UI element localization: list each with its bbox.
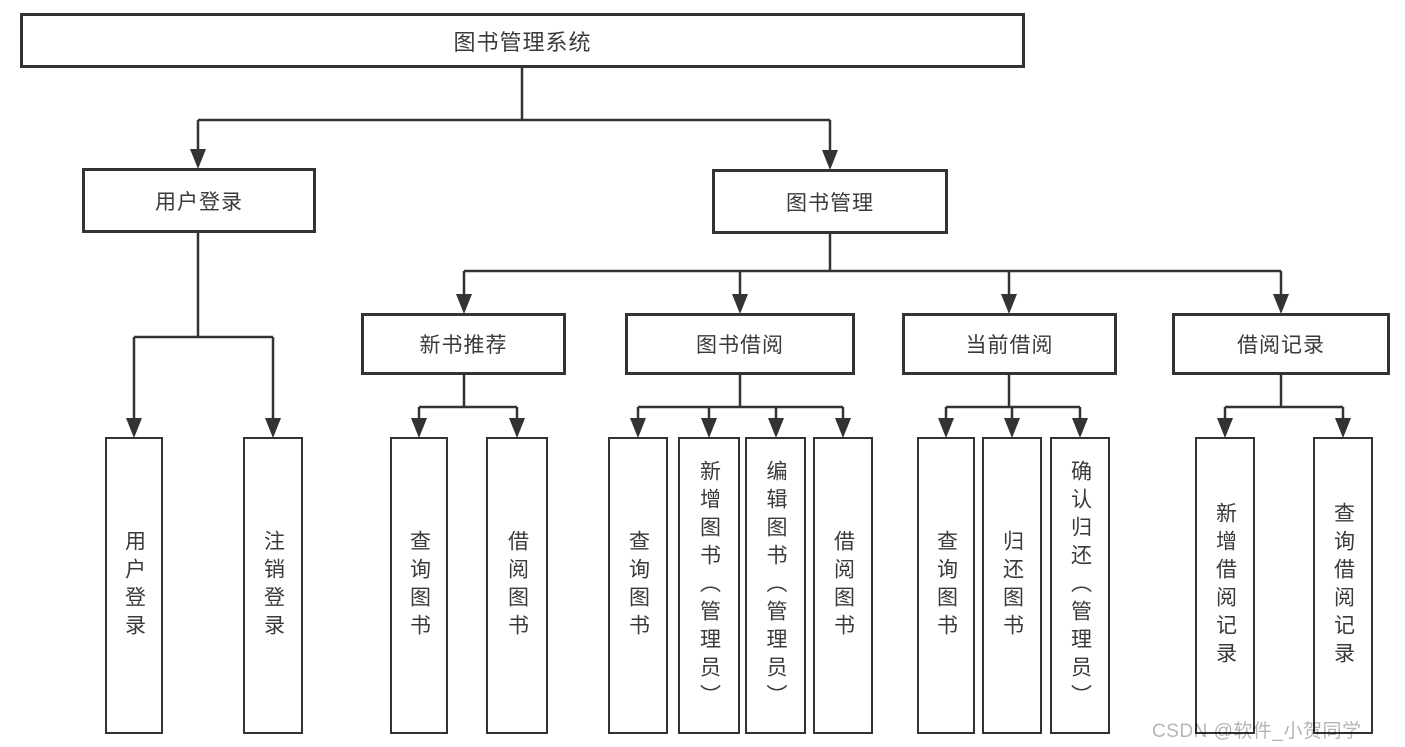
leaf-label: 借阅图书 bbox=[831, 529, 855, 642]
node-label: 图书管理系统 bbox=[453, 29, 592, 55]
node-label: 图书借阅 bbox=[696, 334, 784, 357]
leaf-query-book-borrow: 查询图书 bbox=[608, 437, 668, 734]
leaf-label: 查询图书 bbox=[407, 529, 431, 642]
leaf-label: 注销登录 bbox=[261, 529, 285, 642]
leaf-borrow-book: 借阅图书 bbox=[813, 437, 873, 734]
leaf-label: 确认归还（管理员） bbox=[1068, 459, 1092, 712]
node-label: 新书推荐 bbox=[419, 334, 508, 357]
leaf-label: 编辑图书（管理员） bbox=[764, 459, 787, 712]
leaf-label: 新增借阅记录 bbox=[1213, 501, 1237, 670]
leaf-label: 归还图书 bbox=[1000, 529, 1024, 642]
node-new-book-recommend: 新书推荐 bbox=[361, 313, 566, 375]
node-label: 用户登录 bbox=[155, 190, 243, 214]
node-root-system: 图书管理系统 bbox=[20, 13, 1025, 68]
leaf-add-borrow-record: 新增借阅记录 bbox=[1195, 437, 1255, 734]
leaf-label: 借阅图书 bbox=[505, 529, 529, 642]
node-book-borrow: 图书借阅 bbox=[625, 313, 855, 375]
leaf-query-book-recommend: 查询图书 bbox=[390, 437, 448, 734]
leaf-add-book-admin: 新增图书（管理员） bbox=[678, 437, 740, 734]
node-label: 当前借阅 bbox=[965, 334, 1054, 357]
leaf-logout: 注销登录 bbox=[243, 437, 303, 734]
leaf-user-login: 用户登录 bbox=[105, 437, 163, 734]
node-book-management: 图书管理 bbox=[712, 169, 948, 234]
leaf-edit-book-admin: 编辑图书（管理员） bbox=[745, 437, 806, 734]
leaf-return-book: 归还图书 bbox=[982, 437, 1042, 734]
leaf-query-borrow-record: 查询借阅记录 bbox=[1313, 437, 1373, 734]
leaf-label: 查询图书 bbox=[934, 529, 958, 642]
node-current-borrow: 当前借阅 bbox=[902, 313, 1117, 375]
leaf-borrow-book-recommend: 借阅图书 bbox=[486, 437, 548, 734]
leaf-label: 用户登录 bbox=[122, 529, 146, 642]
node-borrow-records: 借阅记录 bbox=[1172, 313, 1390, 375]
csdn-watermark: CSDN @软件_小贺同学 bbox=[1152, 721, 1362, 742]
leaf-label: 查询借阅记录 bbox=[1331, 501, 1355, 670]
node-label: 图书管理 bbox=[786, 191, 874, 215]
leaf-label: 查询图书 bbox=[626, 529, 650, 642]
arrowheads bbox=[126, 149, 1351, 438]
leaf-label: 新增图书（管理员） bbox=[697, 459, 721, 712]
node-label: 借阅记录 bbox=[1237, 334, 1325, 357]
node-user-login: 用户登录 bbox=[82, 168, 316, 233]
leaf-query-book-current: 查询图书 bbox=[917, 437, 975, 734]
leaf-confirm-return-admin: 确认归还（管理员） bbox=[1050, 437, 1110, 734]
